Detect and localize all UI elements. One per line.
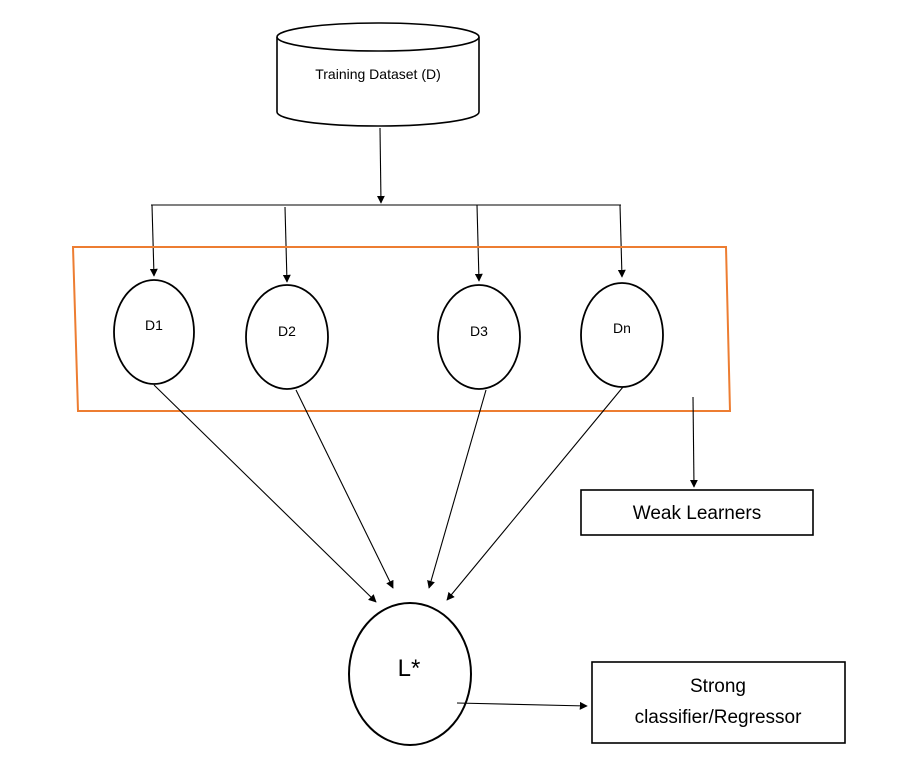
dataset-to-split-arrow	[376, 127, 385, 204]
weak-learners-label: Weak Learners	[633, 503, 762, 524]
converge-arrow-d2	[295, 389, 394, 589]
output-arrow	[456, 701, 588, 710]
subset-d3-label: D3	[470, 323, 488, 339]
converge-arrow-d3	[427, 389, 487, 589]
subset-d2-label: D2	[278, 323, 296, 339]
subset-dn: Dn	[580, 282, 664, 388]
converge-arrow-d1	[153, 384, 377, 603]
training-dataset-cylinder: Training Dataset (D)	[276, 22, 480, 127]
weak-learners-group-border	[71, 246, 732, 412]
weak-learners-box: Weak Learners	[580, 489, 814, 536]
training-dataset-label: Training Dataset (D)	[315, 66, 441, 82]
strong-learner-line2: classifier/Regressor	[635, 707, 802, 728]
subset-dn-label: Dn	[613, 320, 631, 336]
subset-d3: D3	[437, 284, 521, 390]
drop-arrow-d1	[149, 204, 158, 277]
subset-d2: D2	[245, 284, 329, 390]
strong-learner-line1: Strong	[690, 676, 746, 697]
converge-arrow-dn	[446, 386, 624, 601]
subset-d1: D1	[113, 279, 195, 385]
weak-learners-arrow	[689, 396, 698, 488]
drop-arrow-d2	[282, 206, 291, 283]
subset-d1-label: D1	[145, 317, 163, 333]
strong-learner-box: Strong classifier/Regressor	[591, 661, 846, 744]
drop-arrow-d3	[474, 204, 483, 282]
combined-learner: L*	[348, 602, 472, 746]
combined-learner-label: L*	[398, 655, 421, 682]
drop-arrow-dn	[617, 204, 626, 278]
